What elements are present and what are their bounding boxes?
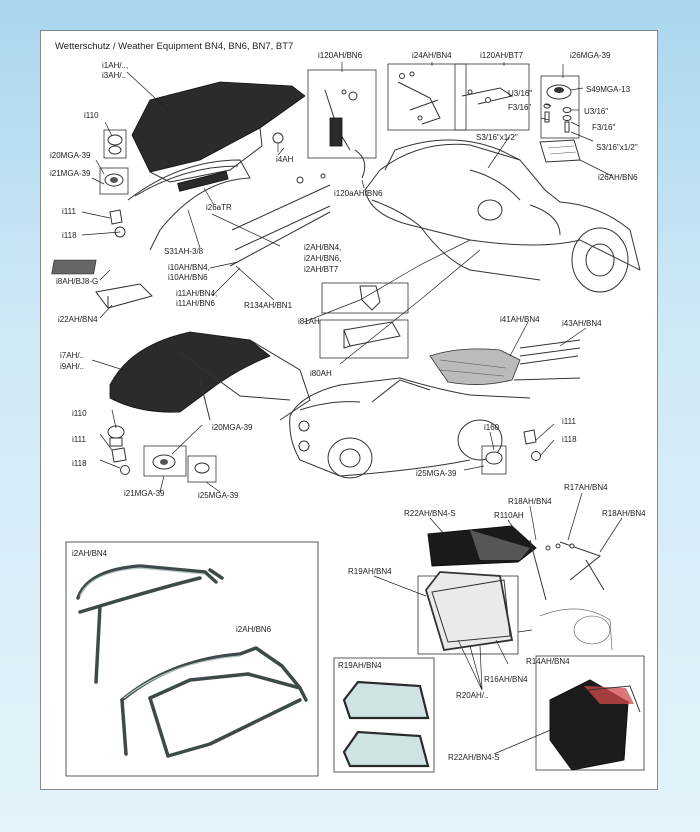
bracket-i24AH xyxy=(387,63,467,131)
label-i7AH: i7AH/.. xyxy=(60,351,84,360)
label-i43AH: i43AH/BN4 xyxy=(562,319,602,328)
stick-i43AH xyxy=(513,339,581,381)
label-i8AH: i8AH/BJ8-G xyxy=(56,277,98,286)
label-i111-top: i111 xyxy=(62,207,76,216)
label-i11AH-1: i11AH/BN4, xyxy=(176,289,217,298)
tray-i80AH xyxy=(319,319,409,359)
label-i21MGA39-top: i21MGA-39 xyxy=(50,169,91,178)
car-sketch-small xyxy=(539,608,613,651)
tonneau-cover xyxy=(109,331,311,421)
label-i160: i160 xyxy=(484,423,500,432)
label-i2AH-3: i2AH/BT7 xyxy=(304,265,339,274)
label-i118-r: i118 xyxy=(562,435,577,444)
label-R14AH: R14AH/BN4 xyxy=(526,657,570,666)
label-F3-16-b: F3/16" xyxy=(592,123,615,132)
linkage-i120AH-BN6 xyxy=(307,69,377,179)
sidescreens-inset xyxy=(333,657,435,773)
label-i81AH: i81AH xyxy=(298,317,320,326)
label-i11AH-2: i11AH/BN6 xyxy=(176,299,216,308)
sidescreen-frame-main xyxy=(417,571,519,655)
label-U3-16-a: U3/16" xyxy=(508,89,532,98)
label-R134AH: R134AH/BN1 xyxy=(244,301,293,310)
strip-i8AH xyxy=(51,259,97,275)
label-i26aTR: i26aTR xyxy=(206,203,232,212)
hardware-i26MGA39 xyxy=(540,75,580,139)
diagram-title: Wetterschutz / Weather Equipment BN4, BN… xyxy=(55,41,294,52)
label-i118-bot: i118 xyxy=(72,459,87,468)
label-S49MGA13: S49MGA-13 xyxy=(586,85,631,94)
label-i4AH: i4AH xyxy=(276,155,294,164)
label-i41AH: i41AH/BN4 xyxy=(500,315,540,324)
label-R18AH-b: R18AH/BN4 xyxy=(602,509,646,518)
sidescreen-bag-top xyxy=(427,525,537,567)
turnbutton-i21-top xyxy=(99,167,129,195)
label-R19AH-main: R19AH/BN4 xyxy=(348,567,392,576)
fastener-i110-top xyxy=(103,129,127,159)
label-R17AH: R17AH/BN4 xyxy=(564,483,608,492)
label-i22AH: i22AH/BN4 xyxy=(58,315,98,324)
label-i2AH-1: i2AH/BN4, xyxy=(304,243,341,252)
fasteners-bottom-left xyxy=(107,425,217,483)
label-i10AH-1: i10AH/BN4, xyxy=(168,263,210,272)
label-i20MGA39-bot: i20MGA-39 xyxy=(212,423,253,432)
label-R22AH-S-top: R22AH/BN4-S xyxy=(404,509,456,518)
fasteners-i160 xyxy=(481,429,541,475)
bag-i22AH xyxy=(95,283,153,309)
label-i26MGA39: i26MGA-39 xyxy=(570,51,611,60)
label-i20MGA39-top: i20MGA-39 xyxy=(50,151,91,160)
label-F3-16-a: F3/16" xyxy=(508,103,531,112)
label-R20AH: R20AH/.. xyxy=(456,691,488,700)
label-i120aAH: i120aAH/BN6 xyxy=(334,189,383,198)
label-R110AH: R110AH xyxy=(494,511,524,520)
hood-frame-i2AH-BN6 xyxy=(120,646,308,758)
label-S3-16-a: S3/16"x1/2" xyxy=(476,133,518,142)
label-S3-16-b: S3/16"x1/2" xyxy=(596,143,638,152)
bracket-i120AH-BT7 xyxy=(454,63,530,131)
label-i80AH: i80AH xyxy=(310,369,332,378)
roadster-car xyxy=(289,377,531,479)
label-i111-bot: i111 xyxy=(72,435,86,444)
label-i9AH: i9AH/.. xyxy=(60,362,84,371)
label-i26AH: i26AH/BN6 xyxy=(598,173,638,182)
hood-frame-i2AH-BN4 xyxy=(76,564,224,684)
label-R22AH-S-bot: R22AH/BN4-S xyxy=(448,753,500,762)
label-R19AH-inset: R19AH/BN4 xyxy=(338,661,382,670)
hood-sticks xyxy=(127,159,331,267)
sidescreen-brackets xyxy=(529,539,605,601)
label-i3AH: i3AH/.. xyxy=(102,71,126,80)
label-R16AH: R16AH/BN4 xyxy=(484,675,528,684)
label-i118-top: i118 xyxy=(62,231,77,240)
label-i120AH-BT7: i120AH/BT7 xyxy=(480,51,524,60)
label-i110-bot: i110 xyxy=(72,409,87,418)
part-labels: i1AH/.., i3AH/.. i110 i20MGA-39 i21MGA-3… xyxy=(50,51,646,762)
cover-i41AH xyxy=(429,348,521,385)
label-i120AH-BN6: i120AH/BN6 xyxy=(318,51,363,60)
label-i1AH: i1AH/.., xyxy=(102,61,128,70)
stud-i111-top xyxy=(109,209,126,238)
bracket-i81AH xyxy=(321,282,409,314)
label-i2AH-frame: i2AH/BN4 xyxy=(72,549,108,558)
label-i2AH-frame6: i2AH/BN6 xyxy=(236,625,272,634)
label-i10AH-2: i10AH/BN6 xyxy=(168,273,208,282)
label-i111-r: i111 xyxy=(562,417,576,426)
label-U3-16-b: U3/16" xyxy=(584,107,608,116)
label-i110-top: i110 xyxy=(84,111,99,120)
label-i25MGA39-bot: i25MGA-39 xyxy=(198,491,239,500)
leader-lines xyxy=(81,62,623,755)
label-i21MGA39-bot: i21MGA-39 xyxy=(124,489,165,498)
hood-frames-box xyxy=(65,541,319,777)
label-R18AH-a: R18AH/BN4 xyxy=(508,497,552,506)
sidescreen-bag-bottom xyxy=(535,655,645,771)
car-with-hood xyxy=(364,139,641,293)
label-i25MGA39-r: i25MGA-39 xyxy=(416,469,457,478)
label-S31AH: S31AH-3/8 xyxy=(164,247,204,256)
label-i2AH-2: i2AH/BN6, xyxy=(304,254,341,263)
hood-cover xyxy=(131,81,306,183)
strip-i26AH xyxy=(539,139,581,163)
label-i24AH: i24AH/BN4 xyxy=(412,51,452,60)
